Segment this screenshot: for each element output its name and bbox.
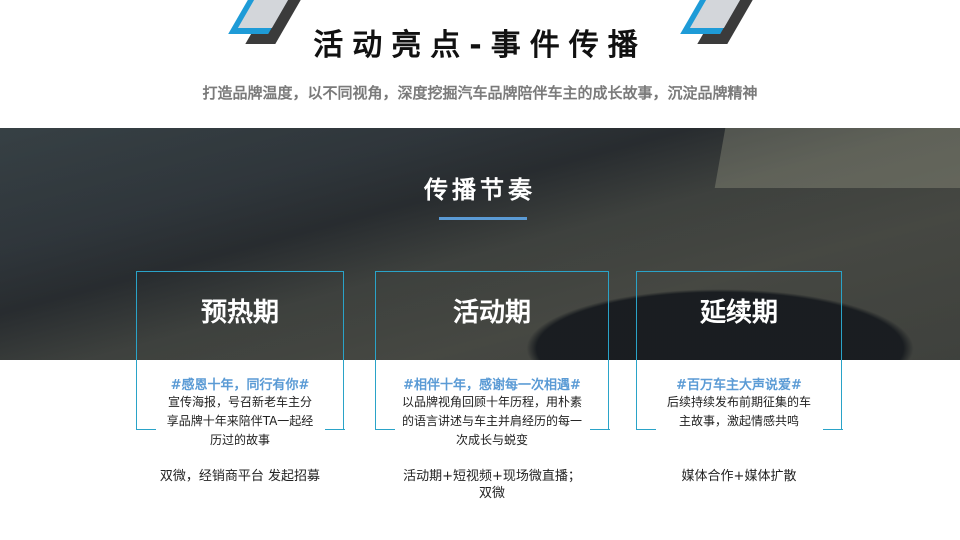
- phase-description: 后续持续发布前期征集的车 主故事，激起情感共鸣: [627, 393, 851, 431]
- phase-title: 活动期: [452, 298, 531, 328]
- description-line: 次成长与蜕变: [455, 433, 528, 447]
- phase-channel-continuation: 媒体合作+媒体扩散: [636, 468, 842, 485]
- description-line: 主故事，激起情感共鸣: [678, 414, 799, 428]
- phase-description: 宣传海报，号召新老车主分 享品牌十年来陪伴TA一起经 历过的故事: [127, 393, 353, 450]
- phase-channel-activity: 活动期+短视频+现场微直播； 双微: [375, 468, 609, 502]
- section-title: 传播节奏: [424, 176, 536, 204]
- channel-text: 活动期+短视频+现场微直播；: [403, 469, 581, 484]
- page-subtitle: 打造品牌温度，以不同视角，深度挖掘汽车品牌陪伴车主的成长故事，沉淀品牌精神: [202, 84, 758, 102]
- phase-title: 延续期: [699, 298, 778, 328]
- description-line: 以品牌视角回顾十年历程，用朴素: [401, 395, 582, 409]
- phase-hashtag: #相伴十年，感谢每一次相遇#: [403, 378, 581, 393]
- phase-title: 预热期: [200, 298, 279, 328]
- description-line: 宣传海报，号召新老车主分: [167, 395, 312, 409]
- channel-text: 媒体合作+媒体扩散: [681, 469, 797, 484]
- phase-channel-preheat: 双微，经销商平台 发起招募: [120, 468, 360, 485]
- channel-text: 双微: [478, 486, 505, 501]
- phase-card-continuation: 延续期 #百万车主大声说爱# 后续持续发布前期征集的车 主故事，激起情感共鸣: [635, 271, 843, 430]
- section-title-underline: [439, 217, 527, 220]
- phase-hashtag: #感恩十年，同行有你#: [170, 378, 310, 393]
- description-line: 后续持续发布前期征集的车: [666, 395, 811, 409]
- description-line: 享品牌十年来陪伴TA一起经: [166, 414, 314, 428]
- phase-card-preheat: 预热期 #感恩十年，同行有你# 宣传海报，号召新老车主分 享品牌十年来陪伴TA一…: [135, 271, 345, 447]
- phase-hashtag: #百万车主大声说爱#: [676, 378, 802, 393]
- phase-card-activity: 活动期 #相伴十年，感谢每一次相遇# 以品牌视角回顾十年历程，用朴素 的语言讲述…: [374, 271, 610, 447]
- description-line: 的语言讲述与车主并肩经历的每一: [401, 414, 582, 428]
- channel-text: 双微，经销商平台 发起招募: [159, 469, 321, 484]
- description-line: 历过的故事: [209, 433, 270, 447]
- phase-description: 以品牌视角回顾十年历程，用朴素 的语言讲述与车主并肩经历的每一 次成长与蜕变: [366, 393, 618, 450]
- background-photo-banner: [0, 128, 960, 360]
- page-title: 活动亮点-事件传播: [313, 28, 647, 63]
